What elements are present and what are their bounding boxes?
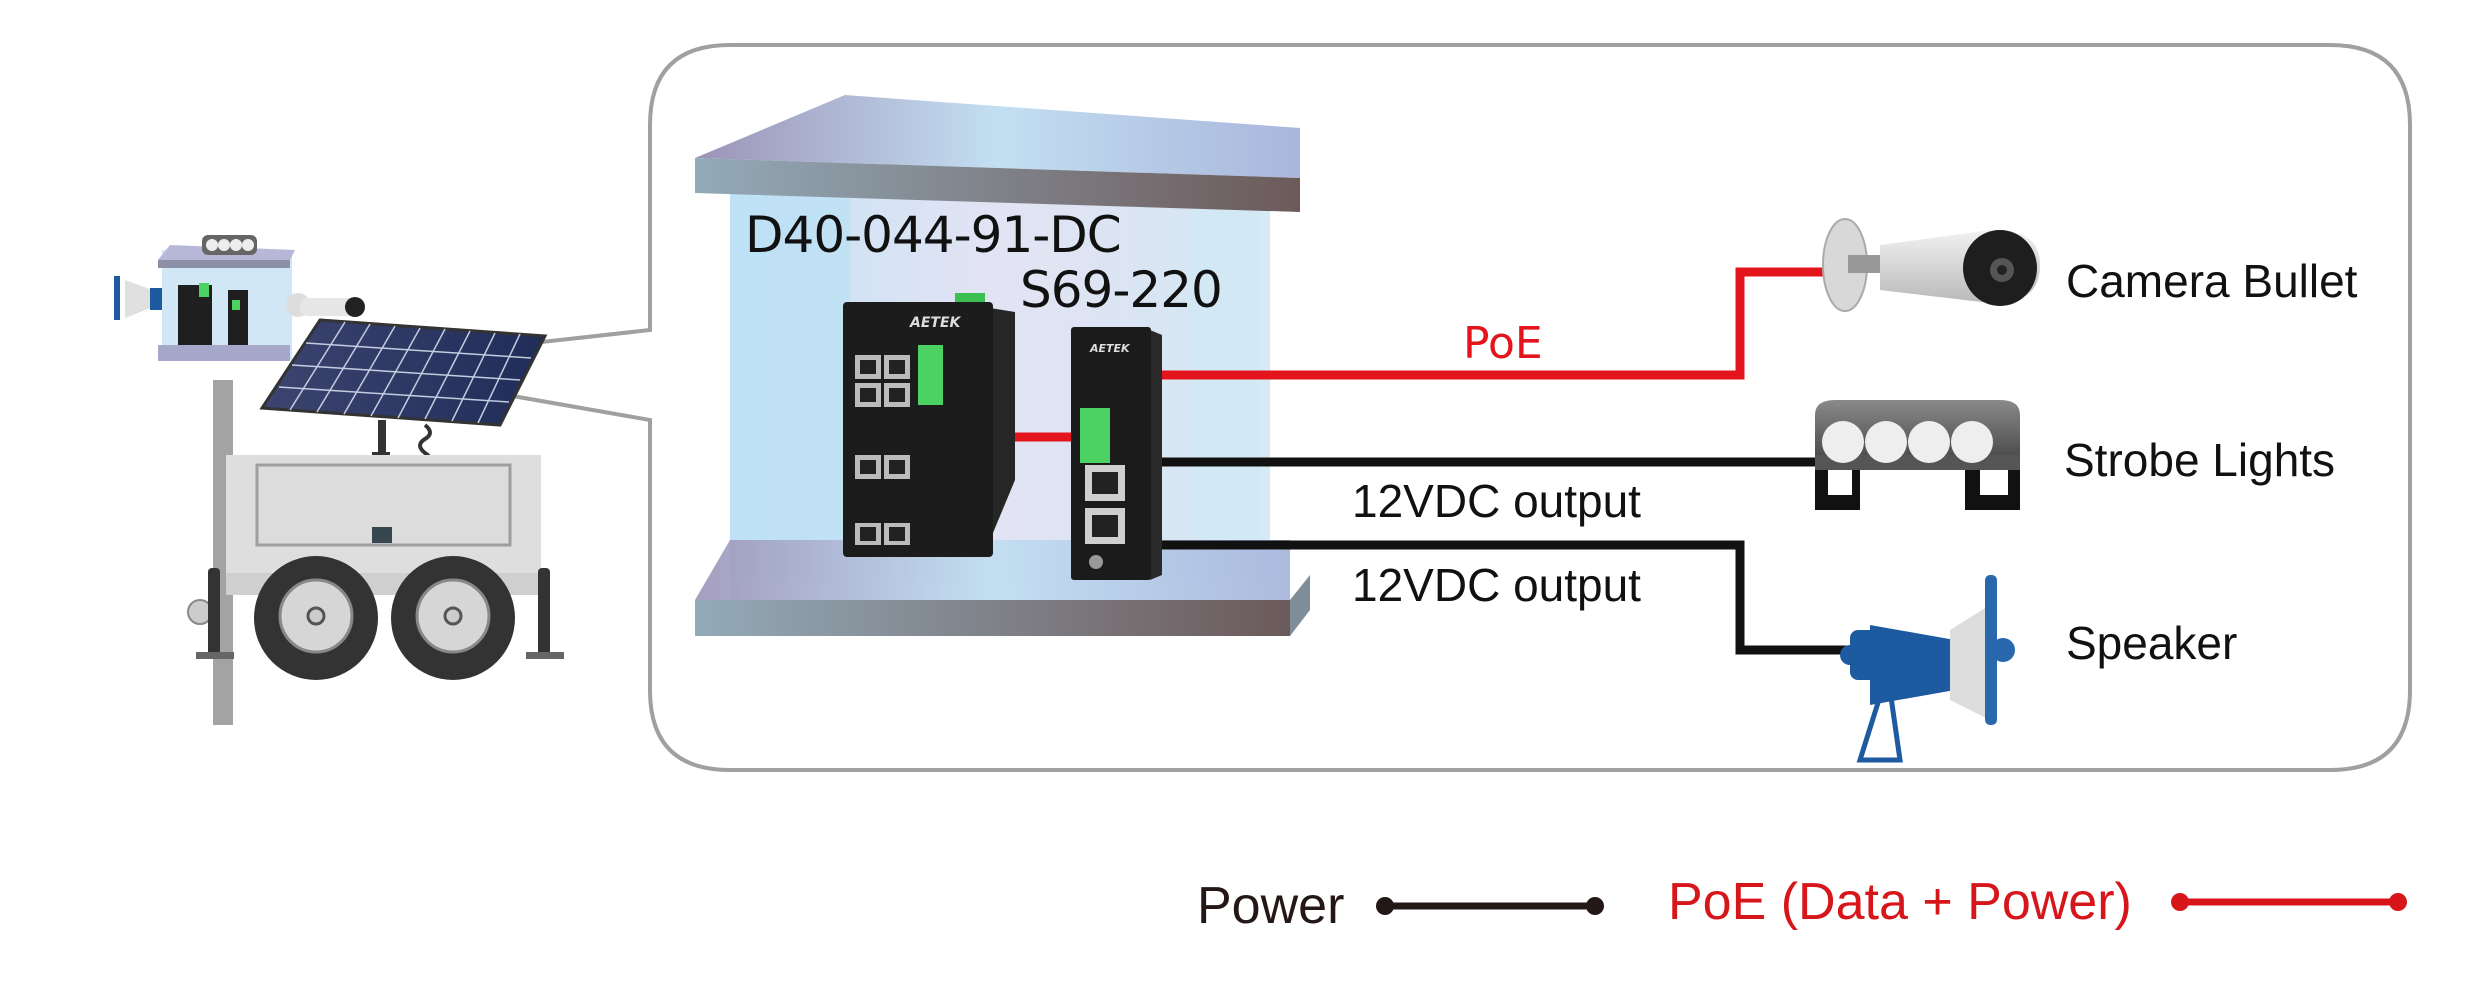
legend-poe-label: PoE (Data + Power) xyxy=(1668,873,2132,931)
switch-d40: AETEK xyxy=(843,293,1015,557)
device-label-speaker: Speaker xyxy=(2066,617,2238,669)
splitter-brand: AETEK xyxy=(1089,342,1131,355)
legend-poe-line xyxy=(2171,893,2407,911)
strobe-lights-icon xyxy=(1815,400,2020,510)
wheel-left xyxy=(254,556,378,680)
splitter-model-label: S69-220 xyxy=(1020,261,1223,319)
wheel-right xyxy=(391,556,515,680)
poe-connection-label: PoE xyxy=(1463,318,1543,369)
solar-trailer-illustration xyxy=(114,235,564,725)
power-output-label-strobe: 12VDC output xyxy=(1352,475,1641,527)
power-line-speaker xyxy=(1162,540,1850,655)
splitter-s69: AETEK xyxy=(1071,327,1162,580)
speaker-icon xyxy=(1840,575,2015,763)
legend-power-label: Power xyxy=(1197,877,1345,935)
legend-power-line xyxy=(1376,897,1604,915)
device-label-strobe-lights: Strobe Lights xyxy=(2064,434,2336,486)
mini-enclosure xyxy=(158,245,295,361)
device-label-camera-bullet: Camera Bullet xyxy=(2066,255,2358,307)
camera-bullet-icon xyxy=(1822,218,2040,312)
power-output-label-speaker: 12VDC output xyxy=(1352,559,1641,611)
poe-line-camera xyxy=(1162,267,1825,380)
switch-brand: AETEK xyxy=(909,315,962,331)
switch-model-label: D40-044-91-DC xyxy=(745,206,1122,264)
